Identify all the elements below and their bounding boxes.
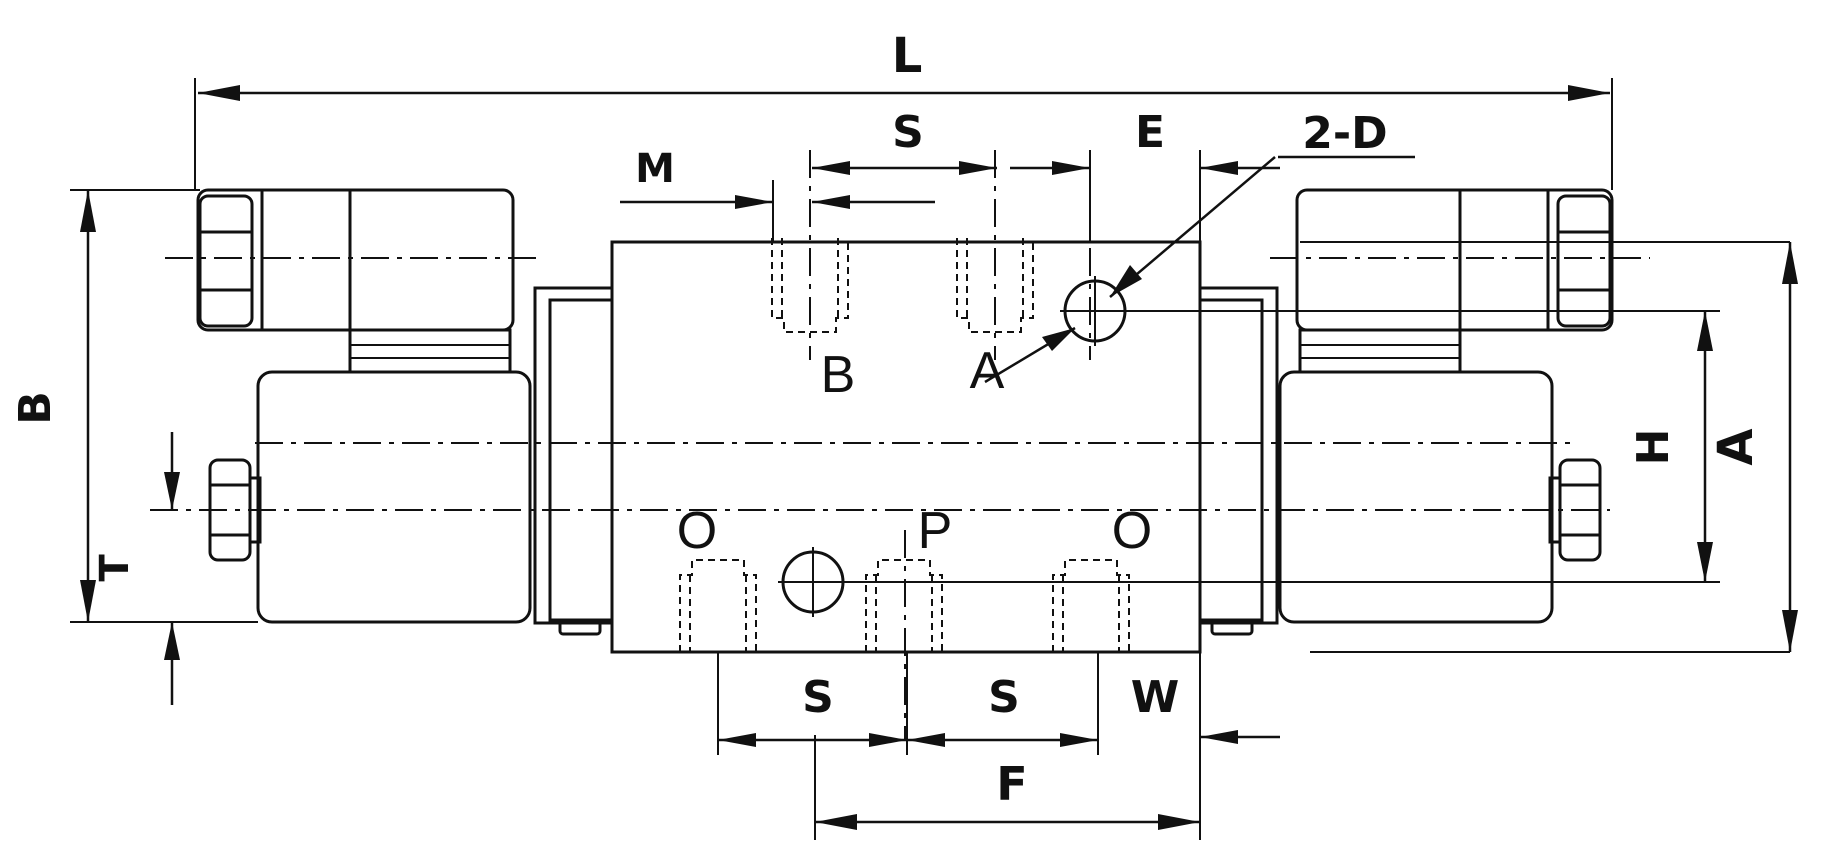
dim-T <box>164 432 180 705</box>
port-o-right-bore <box>1052 559 1130 652</box>
left-solenoid <box>196 188 532 624</box>
port-label-B: B <box>821 346 856 404</box>
label-B: B <box>10 391 61 425</box>
port-o-left-bore <box>679 559 757 652</box>
right-flange <box>1198 286 1279 636</box>
port-label-P: P <box>918 502 953 560</box>
label-S-bottom-right: S <box>988 672 1020 723</box>
label-W: W <box>1131 672 1180 723</box>
port-a-bore <box>956 238 1034 333</box>
mounting-hole-top <box>1060 276 1130 346</box>
label-L: L <box>892 28 923 84</box>
right-top-nut <box>1556 194 1612 328</box>
dim-2D-leader <box>984 155 1415 384</box>
dim-F <box>815 814 1200 830</box>
label-S-top: S <box>892 107 924 158</box>
dim-B <box>80 190 96 622</box>
label-S-bottom-left: S <box>802 672 834 723</box>
left-top-nut <box>198 194 254 328</box>
dim-W <box>1200 730 1280 744</box>
port-p-bore <box>865 559 943 652</box>
right-solenoid <box>1278 188 1614 624</box>
label-A: A <box>1708 428 1764 465</box>
left-flange <box>533 286 614 636</box>
dim-M <box>620 195 935 209</box>
dim-L <box>198 85 1610 101</box>
label-T: T <box>92 554 138 582</box>
extension-lines <box>70 78 1790 840</box>
port-label-O-left: O <box>677 502 717 560</box>
center-lines <box>150 150 1650 740</box>
port-label-A: A <box>970 342 1005 400</box>
label-F: F <box>996 757 1027 811</box>
dim-S-bottom <box>718 733 1098 747</box>
mounting-hole-bottom <box>778 547 848 617</box>
label-H: H <box>1628 429 1679 466</box>
dim-S-top <box>812 161 997 175</box>
dim-E <box>1010 161 1280 175</box>
dim-A <box>1782 242 1798 652</box>
label-E: E <box>1135 107 1165 158</box>
port-b-bore <box>771 238 849 333</box>
port-label-O-right: O <box>1112 502 1152 560</box>
dim-H <box>1697 311 1713 582</box>
label-M: M <box>635 146 675 192</box>
label-2D: 2-D <box>1302 108 1387 159</box>
